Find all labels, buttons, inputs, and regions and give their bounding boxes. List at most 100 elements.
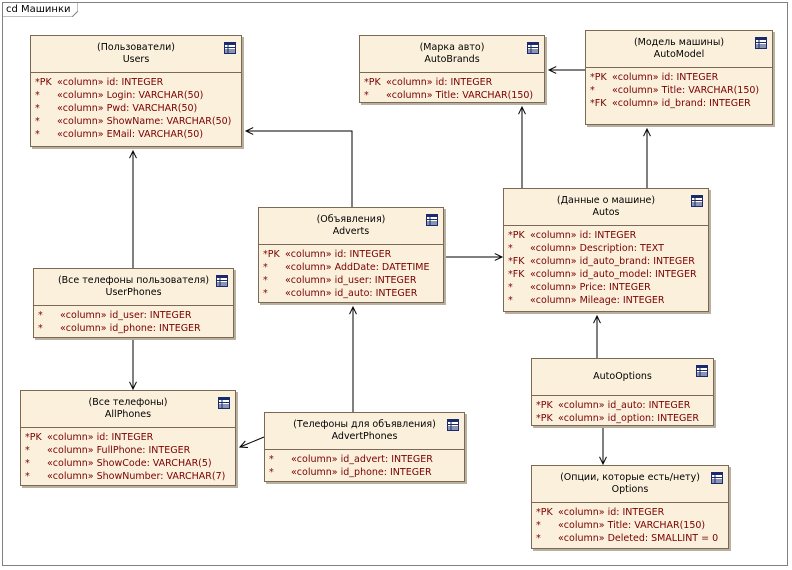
table-icon [216, 275, 228, 287]
column-row: *PK«column» id: INTEGER [35, 76, 237, 89]
column-definition: «column» id: INTEGER [47, 432, 154, 443]
relation-line-adverts-users[interactable] [246, 130, 353, 207]
column-key: * [269, 467, 274, 478]
column-definition: «column» id: INTEGER [530, 230, 637, 241]
entity-autooptions[interactable]: AutoOptions *PK «column» id_auto: INTEGER *… [531, 358, 714, 426]
column-definition: «column» id_user: INTEGER [285, 275, 417, 286]
column-definition: «column» Mileage: INTEGER [530, 295, 665, 306]
entity-header: (Марка авто)AutoBrands [360, 36, 544, 73]
entity-columns: *PK«column» id: INTEGER*«column» Descrip… [504, 226, 708, 309]
column-key: *PK [590, 72, 607, 83]
column-key: * [35, 103, 40, 114]
entity-name: AutoModel [653, 49, 705, 60]
arrowhead [244, 127, 254, 135]
column-key: *FK [590, 98, 607, 109]
column-definition: «column» EMail: VARCHAR(50) [57, 129, 204, 140]
column-key: * [364, 90, 369, 101]
column-key: * [508, 243, 513, 254]
column-key: *PK [263, 249, 280, 260]
column-row: *«column» id_phone: INTEGER [38, 322, 229, 335]
column-row: *«column» Price: INTEGER [508, 281, 704, 294]
table-icon [711, 472, 723, 484]
table-icon [527, 42, 539, 54]
column-row: *PK «column» id: INTEGER [263, 248, 439, 261]
column-row: *«column» EMail: VARCHAR(50) [35, 128, 237, 141]
column-key: * [35, 116, 40, 127]
entity-name: Users [122, 54, 150, 65]
column-row: *FK«column» id_auto_brand: INTEGER [508, 255, 704, 268]
column-row: *«column» Pwd: VARCHAR(50) [35, 102, 237, 115]
entity-advertphones[interactable]: (Телефоны для объявления)AdvertPhones*«c… [264, 412, 465, 482]
relation-line-advertphones-allphones[interactable] [239, 436, 265, 448]
table-icon [224, 42, 236, 54]
column-definition: «column» Title: VARCHAR(150) [612, 85, 760, 96]
arrowhead [547, 66, 557, 74]
entity-userphones[interactable]: (Все телефоны пользователя)UserPhones *«c… [33, 268, 234, 338]
arrowhead [129, 149, 137, 159]
entity-columns: *PK«column» id: INTEGER*«column» AddDate… [259, 245, 443, 302]
table-icon [691, 195, 703, 207]
table-icon [447, 419, 459, 431]
column-row: *FK«column» id_auto_model: INTEGER [508, 268, 704, 281]
entity-header: (Объявления)Adverts [259, 208, 443, 245]
column-definition: «column» Deleted: SMALLINT = 0 [558, 533, 719, 544]
column-key: *PK [536, 400, 553, 411]
column-row: *«column» AddDate: DATETIME [263, 261, 439, 274]
table-icon [426, 214, 438, 226]
arrowhead [643, 127, 651, 137]
column-definition: «column» id_brand: INTEGER [612, 98, 751, 109]
arrowhead [494, 253, 504, 261]
entity-automodel[interactable]: (Модель машины)AutoModel*PK«column» id: … [585, 30, 773, 125]
column-key: * [25, 445, 30, 456]
column-definition: «column» id: INTEGER [285, 249, 392, 260]
entity-stereotype: (Опции, которые есть/нету) [560, 472, 700, 483]
column-definition: «column» id_auto: INTEGER [558, 400, 691, 411]
column-row: *«column» ShowNumber: VARCHAR(7) [25, 470, 231, 483]
column-key: *PK [536, 413, 553, 424]
column-definition: «column» id: INTEGER [57, 77, 164, 88]
entity-header: AutoOptions [532, 359, 713, 396]
entity-columns: *«column» id_advert: INTEGER*«column» id… [265, 450, 464, 481]
column-definition: «column» Title: VARCHAR(150) [558, 520, 706, 531]
column-key: * [508, 282, 513, 293]
column-row: *«column» Mileage: INTEGER [508, 294, 704, 307]
column-definition: «column» id_auto: INTEGER [285, 288, 418, 299]
column-definition: «column» id_advert: INTEGER [291, 454, 433, 465]
entity-adverts[interactable]: (Объявления)Adverts *PK «column» id: INTEG… [258, 207, 444, 303]
arrowhead [238, 440, 249, 448]
column-key: * [263, 288, 268, 299]
entity-columns: *PK«column» id: INTEGER*«column» Title: … [586, 68, 772, 112]
entity-autos[interactable]: (Данные о машине)Autos*PK«column» id: IN… [503, 188, 709, 312]
column-row: * «column» FullPhone: INTEGER [25, 444, 231, 457]
column-row: *«column» Title: VARCHAR(150) [590, 84, 768, 97]
column-definition: «column» FullPhone: INTEGER [47, 445, 191, 456]
entity-header: (Все телефоны)AllPhones [21, 391, 235, 428]
column-row: *FK «column» id_brand: INTEGER [590, 97, 768, 110]
entity-options[interactable]: (Опции, которые есть/нету)Options*PK«col… [531, 465, 729, 549]
arrowhead [518, 105, 526, 115]
entity-name: AutoBrands [424, 54, 480, 65]
entity-header: (Опции, которые есть/нету)Options [532, 466, 728, 503]
entity-columns: *PK«column» id: INTEGER*«column» Login: … [31, 73, 241, 143]
column-key: * [269, 454, 274, 465]
column-row: *«column» Description: TEXT [508, 242, 704, 255]
column-row: * «column» id_auto: INTEGER [263, 287, 439, 300]
entity-columns: *PK«column» id: INTEGER*«column» Title: … [532, 503, 728, 547]
entity-users[interactable]: (Пользователи)Users *PK«column» id: INTEG… [30, 35, 242, 147]
column-definition: «column» Login: VARCHAR(50) [57, 90, 204, 101]
entity-name: AllPhones [104, 409, 152, 420]
column-definition: «column» AddDate: DATETIME [285, 262, 430, 273]
entity-name: AutoOptions [593, 371, 652, 382]
entity-autobrands[interactable]: (Марка авто)AutoBrands *PK«column» id: IN… [359, 35, 545, 103]
table-icon [218, 397, 230, 409]
column-row: *«column» ShowName: VARCHAR(50) [35, 115, 237, 128]
entity-header: (Все телефоны пользователя)UserPhones [34, 269, 233, 306]
entity-header: (Пользователи)Users [31, 36, 241, 73]
column-row: *PK«column» id: INTEGER [364, 76, 540, 89]
column-row: *«column» Deleted: SMALLINT = 0 [536, 532, 724, 545]
column-row: *«column» Login: VARCHAR(50) [35, 89, 237, 102]
entity-allphones[interactable]: (Все телефоны)AllPhones*PK«column» id: I… [20, 390, 236, 486]
entity-header: (Модель машины)AutoModel [586, 31, 772, 68]
